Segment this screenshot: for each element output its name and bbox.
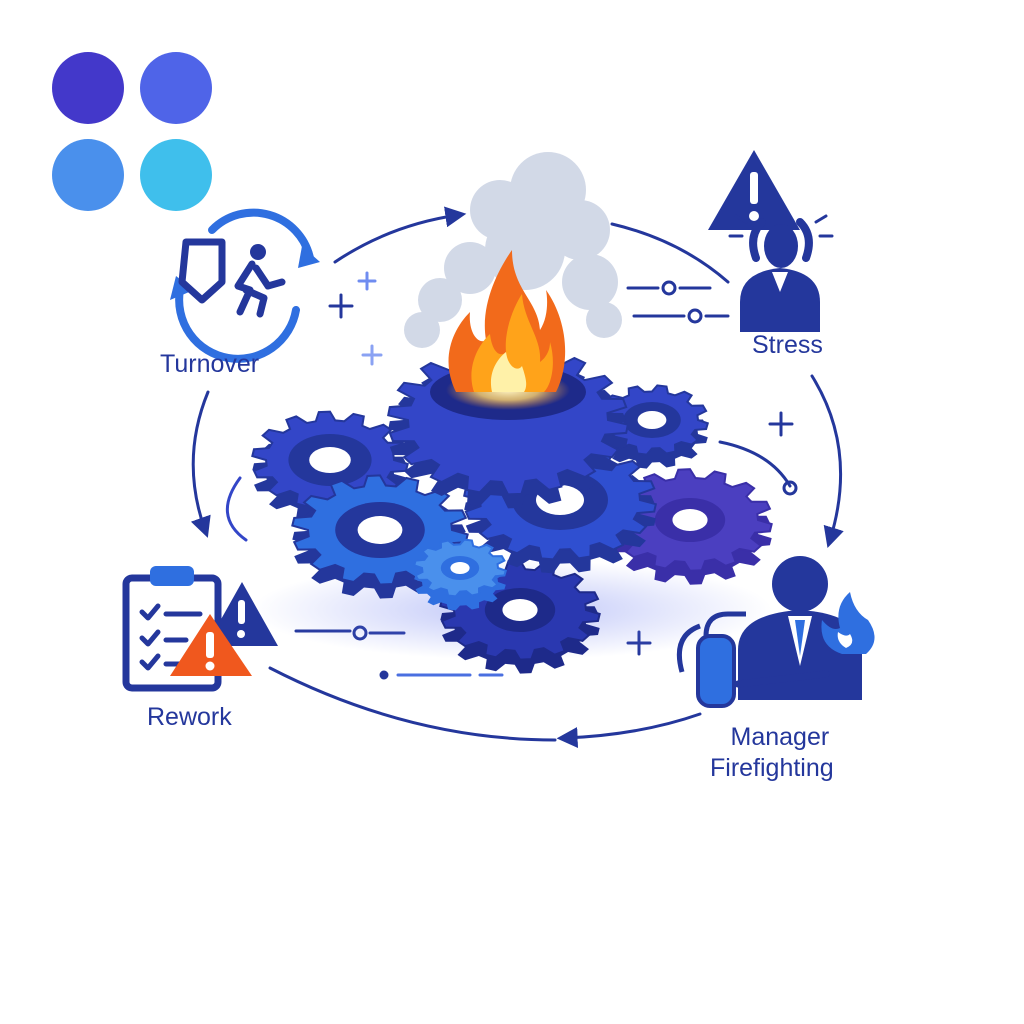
node-label-rework: Rework [147, 703, 232, 731]
manager-extinguisher-icon [676, 556, 875, 708]
arrow-center-to-stress [610, 222, 730, 284]
arrow-stress-to-manager [810, 374, 844, 549]
checklist-warning-icon [122, 566, 278, 692]
cycle-arrows [190, 206, 844, 748]
swatch-dot-3 [52, 139, 124, 211]
node-label-stress: Stress [752, 331, 823, 359]
gear-1-hole [309, 447, 351, 473]
arrow-manager-to-rework [556, 712, 702, 748]
swatch-dot-4 [140, 139, 212, 211]
swatch-dot-1 [52, 52, 124, 124]
gear-6-hole [357, 516, 403, 544]
stressed-person-icon [708, 150, 834, 332]
node-label-manager-firefighting: Manager Firefighting [710, 722, 834, 784]
swatch-dot-2 [140, 52, 212, 124]
gear-3-hole [672, 509, 708, 531]
burning-gears-icon [251, 152, 773, 674]
flame [448, 250, 566, 392]
gear-2-hole [637, 411, 667, 429]
node-label-manager-line: Manager [730, 723, 830, 751]
node-label-turnover: Turnover [160, 350, 260, 378]
turnover-icon [170, 208, 320, 363]
smoke [404, 152, 622, 348]
node-label-firefighting-line: Firefighting [710, 754, 834, 782]
arrow-rework-path [268, 666, 557, 742]
arrow-left-down [190, 390, 211, 538]
gear-7-hole [450, 562, 470, 574]
gear-4-hole [502, 599, 538, 621]
arrow-turnover-to-center [333, 206, 467, 264]
